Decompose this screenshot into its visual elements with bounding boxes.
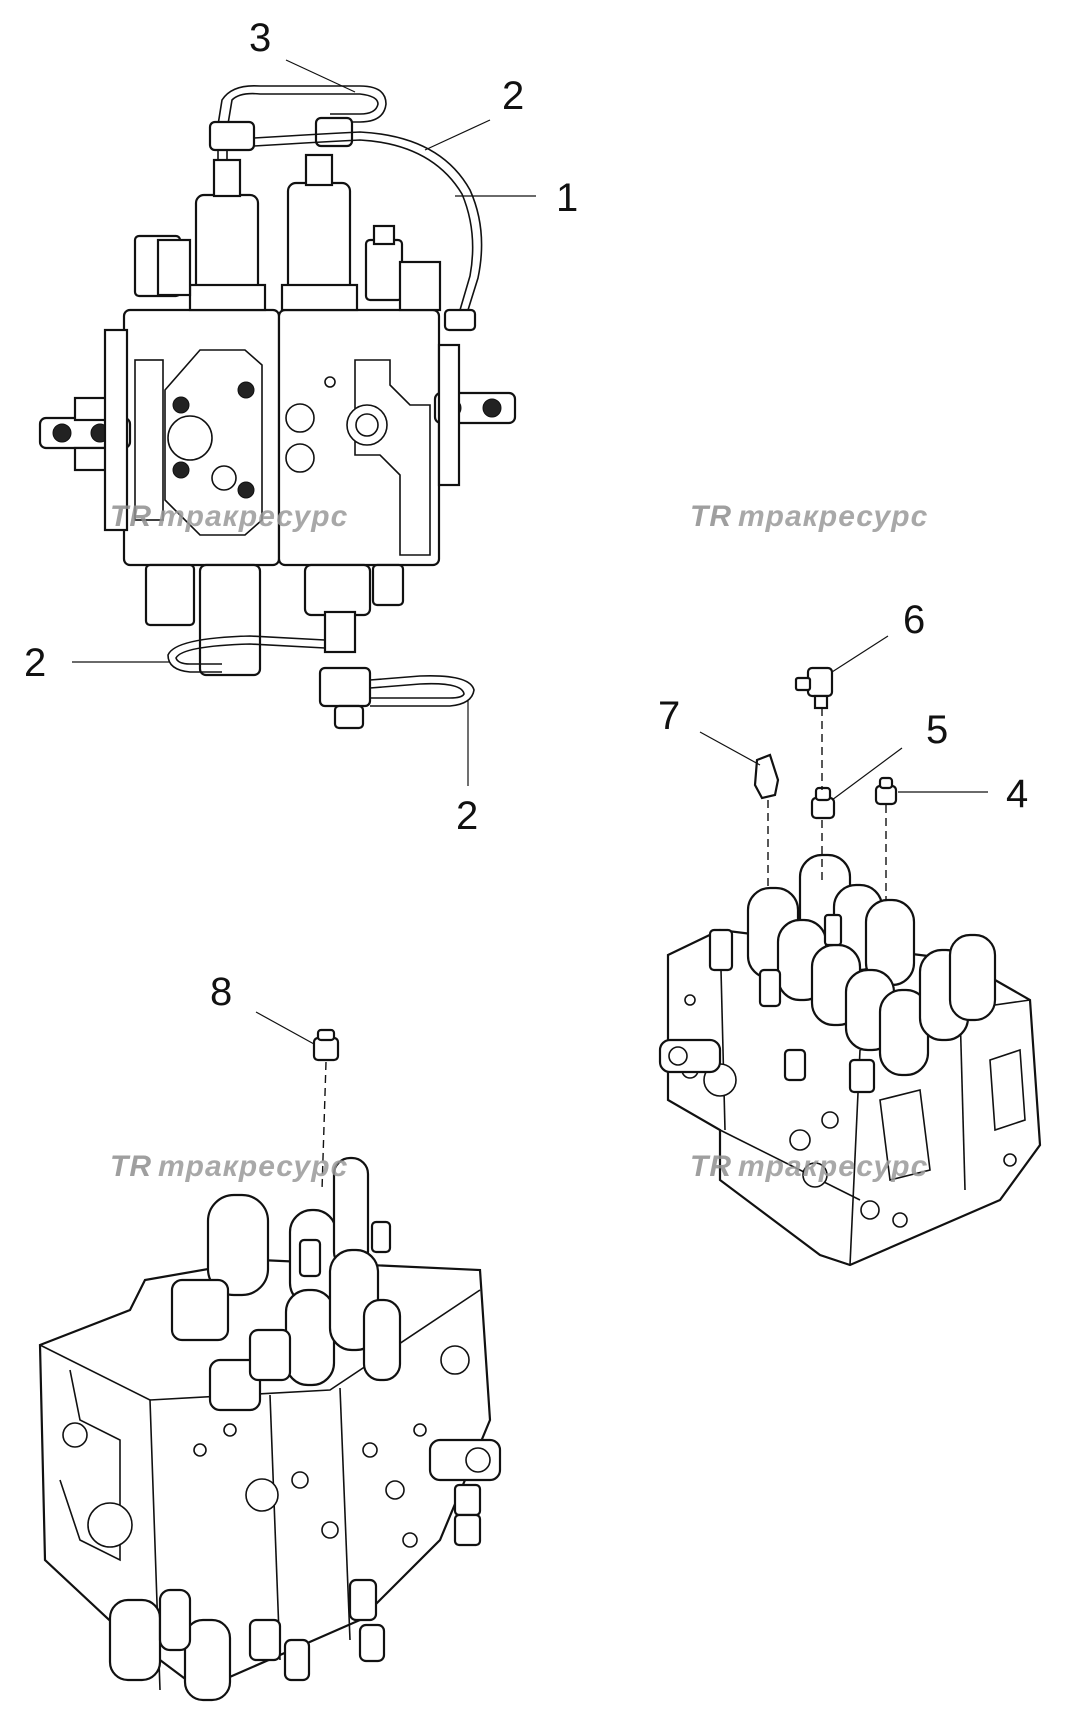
watermark-text: тракресурс — [738, 1150, 929, 1183]
right-valve-assembly — [658, 666, 1042, 1267]
callout-3: 3 — [249, 16, 272, 60]
callout-1: 1 — [556, 176, 579, 220]
watermark-text: тракресурс — [158, 1150, 349, 1183]
callout-4: 4 — [1006, 772, 1029, 816]
bottom-valve-assembly — [38, 1028, 502, 1702]
watermark-logo-icon: TR — [110, 1150, 152, 1183]
callout-7: 7 — [658, 694, 681, 738]
watermark-logo-icon: TR — [690, 1150, 732, 1183]
callout-8: 8 — [210, 970, 233, 1014]
callout-2-bottom: 2 — [456, 794, 479, 838]
bottom-leaders — [255, 1011, 315, 1045]
callout-2-left: 2 — [24, 641, 47, 685]
callout-2-top: 2 — [502, 74, 525, 118]
top-leaders — [72, 59, 536, 786]
right-leaders — [699, 635, 988, 801]
watermark-logo-icon: TR — [690, 500, 732, 533]
callout-6: 6 — [903, 598, 926, 642]
watermark-text: тракресурс — [738, 500, 929, 533]
watermark-logo-icon: TR — [110, 500, 152, 533]
callout-5: 5 — [926, 708, 949, 752]
watermark-text: тракресурс — [158, 500, 349, 533]
top-valve-assembly — [38, 84, 517, 730]
